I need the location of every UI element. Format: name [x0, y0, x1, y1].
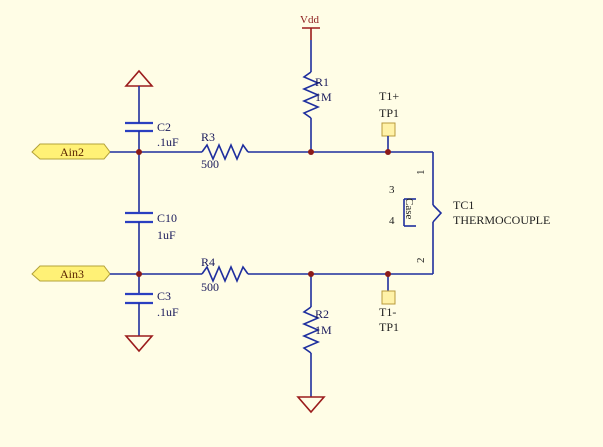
- tp-plus-net: T1+: [379, 89, 399, 103]
- c10-value: 1uF: [157, 228, 176, 242]
- tc1-pin-2: 2: [415, 258, 427, 264]
- resistor-r2: [301, 274, 321, 397]
- ground-symbol-bottom-left: [124, 335, 154, 353]
- thermocouple-tc1: [403, 152, 443, 274]
- ain2-port: Ain2: [31, 143, 111, 160]
- tc1-value: THERMOCOUPLE: [453, 213, 550, 227]
- tc1-ref: TC1: [453, 198, 474, 212]
- junction-dot: [308, 271, 314, 277]
- resistor-r3: [201, 142, 249, 162]
- c2-value: .1uF: [157, 135, 179, 149]
- ain2-label: Ain2: [60, 145, 84, 159]
- r1-ref: R1: [315, 75, 329, 89]
- capacitor-c2: [125, 118, 153, 152]
- c10-ref: C10: [157, 211, 177, 225]
- c3-ref: C3: [157, 289, 171, 303]
- tc1-case-label: Case: [403, 198, 415, 220]
- ground-symbol-top: [124, 69, 154, 118]
- junction-dot: [385, 271, 391, 277]
- r3-value: 500: [201, 157, 219, 171]
- capacitor-c10: [125, 152, 153, 274]
- tc1-pin-4: 4: [389, 215, 395, 227]
- tc1-pin-3: 3: [389, 184, 395, 196]
- ground-symbol-bottom: [296, 396, 326, 414]
- r4-value: 500: [201, 280, 219, 294]
- tp-plus-ref: TP1: [379, 106, 399, 120]
- junction-dot: [385, 149, 391, 155]
- junction-dot: [308, 149, 314, 155]
- r2-value: 1M: [315, 323, 332, 337]
- vdd-power-symbol: Vdd: [300, 14, 320, 40]
- c3-value: .1uF: [157, 305, 179, 319]
- r1-value: 1M: [315, 90, 332, 104]
- resistor-r4: [201, 264, 249, 284]
- c2-ref: C2: [157, 120, 171, 134]
- capacitor-c3: [125, 274, 153, 336]
- tp-minus-net: T1-: [379, 305, 396, 319]
- test-point-t1-minus: [381, 274, 396, 305]
- ain3-port: Ain3: [31, 265, 111, 282]
- junction-dot: [136, 149, 142, 155]
- ain3-label: Ain3: [60, 267, 84, 281]
- tp-minus-ref: TP1: [379, 320, 399, 334]
- tc1-pin-1: 1: [415, 170, 427, 176]
- test-point-t1-plus: [381, 122, 396, 152]
- r4-ref: R4: [201, 255, 215, 269]
- junction-dot: [136, 271, 142, 277]
- r3-ref: R3: [201, 130, 215, 144]
- resistor-r1: [301, 40, 321, 152]
- vdd-label: Vdd: [300, 14, 319, 26]
- r2-ref: R2: [315, 307, 329, 321]
